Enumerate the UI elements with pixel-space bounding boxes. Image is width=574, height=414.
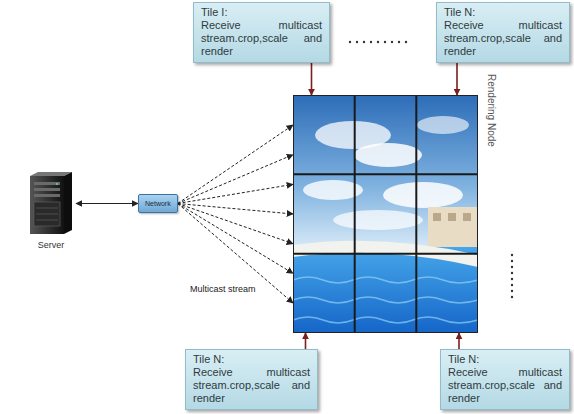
ellipsis-dots-part (511, 260, 513, 262)
display-image-part (354, 95, 356, 333)
ellipsis-dots-part (384, 41, 386, 43)
tile-callout: Tile I:Receive multicast stream.crop,sca… (193, 2, 330, 63)
stream-label: Multicast stream (188, 284, 258, 294)
display-image-part (354, 143, 422, 167)
network-box: Network (138, 194, 178, 213)
display-image-part (415, 95, 417, 333)
ellipsis-dots-part (511, 278, 513, 280)
rendering-display: Rendering Node (293, 95, 478, 333)
server-icon-part (56, 183, 58, 185)
ellipsis-dots (511, 254, 513, 298)
multicast-arrow (178, 204, 293, 274)
display-label: Rendering Node (486, 74, 497, 147)
ellipsis-dots-part (349, 41, 351, 43)
server-label: Server (26, 240, 76, 250)
connector-arrow (456, 63, 458, 95)
ellipsis-dots-part (356, 41, 358, 43)
display-image-part (383, 182, 463, 208)
ellipsis-dots-part (398, 41, 400, 43)
tile-callout: Tile N:Receive multicast stream.crop,sca… (440, 349, 570, 410)
box-label: Network (145, 199, 171, 208)
server-icon-part (34, 182, 60, 185)
server-node: Server (26, 170, 76, 250)
multicast-arrow (178, 184, 293, 203)
multicast-arrow (178, 204, 293, 304)
ellipsis-dots-part (511, 290, 513, 292)
display-image-part (433, 213, 441, 221)
connector-arrow (76, 203, 138, 204)
display-image-part (428, 207, 478, 247)
server-icon-part (34, 188, 60, 191)
display-image-part (293, 253, 478, 255)
display-image-part (448, 213, 456, 221)
display-image-part (293, 95, 478, 247)
tile-description: Receive multicast stream.crop,scale and … (201, 19, 322, 58)
display-image-part (417, 116, 469, 134)
server-icon-part (36, 220, 58, 221)
ellipsis-dots-part (511, 272, 513, 274)
tile-heading: Tile N: (193, 353, 310, 366)
ellipsis-dots-part (511, 296, 513, 298)
ellipsis-dots (349, 41, 407, 43)
multicast-arrow (178, 125, 293, 204)
ellipsis-dots-part (377, 41, 379, 43)
tile-heading: Tile I: (201, 6, 322, 19)
ellipsis-dots-part (511, 284, 513, 286)
tile-heading: Tile N: (448, 353, 562, 366)
server-icon-part (30, 176, 64, 234)
ellipsis-dots-part (511, 254, 513, 256)
multicast-arrow (178, 204, 293, 215)
tile-description: Receive multicast stream.crop,scale and … (448, 366, 562, 405)
display-image-part (463, 213, 471, 221)
connector-arrow (305, 333, 307, 349)
tile-heading: Tile N: (444, 6, 562, 19)
tile-description: Receive multicast stream.crop,scale and … (444, 19, 562, 58)
display-image-part (293, 277, 478, 283)
server-icon-part (36, 208, 58, 209)
server-icon-part (34, 194, 60, 197)
display-image-part (293, 317, 478, 323)
display-image (293, 95, 478, 333)
server-icon-part (34, 202, 60, 226)
connector-arrow (311, 63, 313, 95)
display-image-part (293, 241, 478, 267)
ellipsis-dots-part (363, 41, 365, 43)
tile-callout: Tile N:Receive multicast stream.crop,sca… (436, 2, 570, 63)
server-icon-part (36, 214, 58, 215)
server-icon (30, 172, 72, 234)
ellipsis-dots-part (405, 41, 407, 43)
multicast-arrow (178, 204, 293, 244)
connector-arrow (458, 333, 460, 349)
tile-description: Receive multicast stream.crop,scale and … (193, 366, 310, 405)
tile-callout: Tile N:Receive multicast stream.crop,sca… (185, 349, 318, 410)
ellipsis-dots-part (391, 41, 393, 43)
display-image-part (333, 210, 423, 230)
ellipsis-dots-part (511, 266, 513, 268)
server-icon-part (64, 172, 72, 234)
ellipsis-dots-part (370, 41, 372, 43)
multicast-arrow (178, 155, 293, 204)
display-image-part (293, 173, 478, 175)
display-image-part (293, 297, 478, 303)
